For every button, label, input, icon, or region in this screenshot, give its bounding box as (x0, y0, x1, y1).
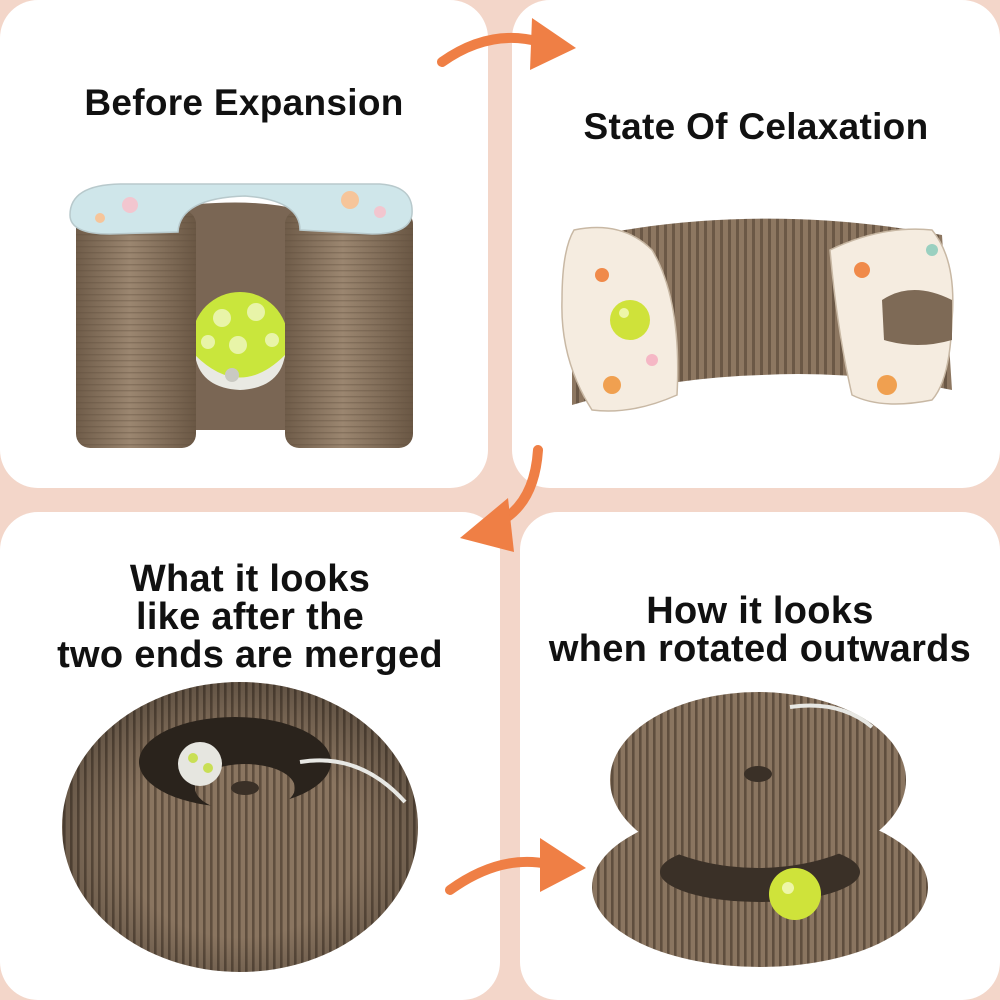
arrow-right-icon (445, 838, 586, 895)
toy-ball (178, 742, 222, 786)
arrow-right-icon (437, 18, 576, 70)
caption-rotated-outwards: How it looks when rotated outwards (548, 590, 972, 670)
caption-state-of-celaxation: State Of Celaxation (583, 106, 929, 147)
panel-ends-merged: What it looks like after the two ends ar… (0, 512, 500, 1000)
toy-ball (192, 292, 288, 390)
photo-before-expansion (69, 183, 413, 448)
arrow-down-left-icon (460, 445, 543, 552)
panel-state-of-celaxation: State Of Celaxation (512, 0, 1000, 488)
photo-state-of-celaxation (561, 218, 954, 412)
caption-before-expansion: Before Expansion (84, 82, 404, 123)
photo-ends-merged (62, 682, 418, 972)
panel-before-expansion: Before Expansion (0, 0, 488, 488)
photo-rotated-outwards (592, 692, 928, 967)
toy-ball (769, 868, 821, 920)
panel-rotated-outwards: How it looks when rotated outwards (520, 512, 1000, 1000)
caption-ends-merged: What it looks like after the two ends ar… (57, 558, 443, 676)
